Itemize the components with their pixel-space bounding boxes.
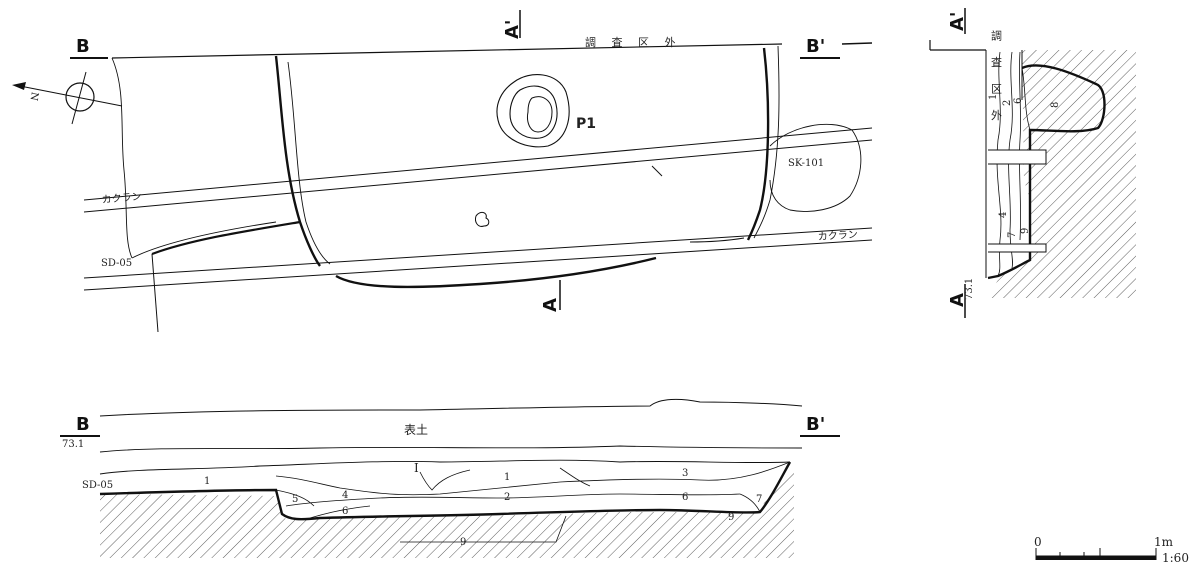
svg-text:1: 1 — [204, 476, 210, 487]
scale-max-label: 1m — [1154, 535, 1174, 549]
section-b-end-label-s: B' — [806, 414, 825, 435]
svg-text:3: 3 — [682, 468, 688, 479]
ditch-label-section: SD-05 — [82, 480, 113, 491]
section-b-start-label-s: B — [76, 414, 90, 435]
north-arrow-icon: N — [12, 71, 123, 125]
plan-view: N B B' 調 査 区 外 A' SD-05 — [12, 10, 873, 333]
svg-text:2: 2 — [1002, 100, 1013, 106]
section-b-view: B 73.1 B' 表土 SD-05 I 1 1 3 5 4 2 6 6 — [60, 398, 840, 558]
section-a-outside-label: 調 査 区 外 — [990, 29, 1003, 127]
section-b-elevation: 73.1 — [62, 439, 84, 450]
svg-text:A': A' — [502, 20, 523, 39]
ditch-label: SD-05 — [101, 258, 132, 269]
pit-p1: P1 — [496, 74, 596, 148]
svg-text:7: 7 — [1007, 232, 1018, 238]
svg-text:I: I — [414, 461, 419, 475]
outside-area-label: 調 査 区 外 — [585, 35, 682, 49]
section-a-bottom-marker: A — [540, 280, 561, 312]
scale-bar: 0 1m 1:60 — [1034, 535, 1189, 565]
scale-zero-label: 0 — [1034, 535, 1042, 549]
scale-ratio-label: 1:60 — [1162, 551, 1189, 565]
svg-text:6: 6 — [1013, 98, 1024, 104]
section-a-top-label: A' — [947, 12, 968, 31]
svg-text:9: 9 — [1020, 228, 1031, 234]
section-b-end-label: B' — [806, 36, 825, 57]
svg-text:8: 8 — [1050, 102, 1061, 108]
svg-text:5: 5 — [292, 494, 298, 505]
section-a-top-marker: A' — [502, 10, 523, 39]
disturbance-label-lower: カクラン — [817, 229, 858, 243]
svg-text:N: N — [28, 91, 40, 102]
svg-text:4: 4 — [342, 490, 348, 501]
svg-text:1: 1 — [988, 94, 999, 100]
svg-text:1: 1 — [504, 472, 510, 483]
section-b-start-label: B — [76, 36, 90, 57]
disturbance-label-upper: カクラン — [101, 191, 142, 206]
pit-p1-label: P1 — [576, 116, 596, 132]
svg-text:2: 2 — [504, 492, 510, 503]
pit-sk101-label: SK-101 — [788, 158, 824, 169]
svg-text:7: 7 — [756, 494, 762, 505]
svg-text:9: 9 — [728, 512, 734, 523]
svg-text:4: 4 — [998, 212, 1009, 218]
svg-text:6: 6 — [682, 492, 688, 503]
section-a-view: A' 調 査 区 外 1 2 6 8 4 9 7 A 73.1 — [929, 8, 1136, 318]
svg-text:A: A — [540, 298, 561, 312]
svg-text:9: 9 — [460, 537, 466, 548]
section-a-elevation: 73.1 — [964, 278, 975, 300]
svg-text:6: 6 — [342, 506, 348, 517]
topsoil-label: 表土 — [404, 423, 428, 437]
section-a-bottom-label: A — [947, 293, 968, 307]
